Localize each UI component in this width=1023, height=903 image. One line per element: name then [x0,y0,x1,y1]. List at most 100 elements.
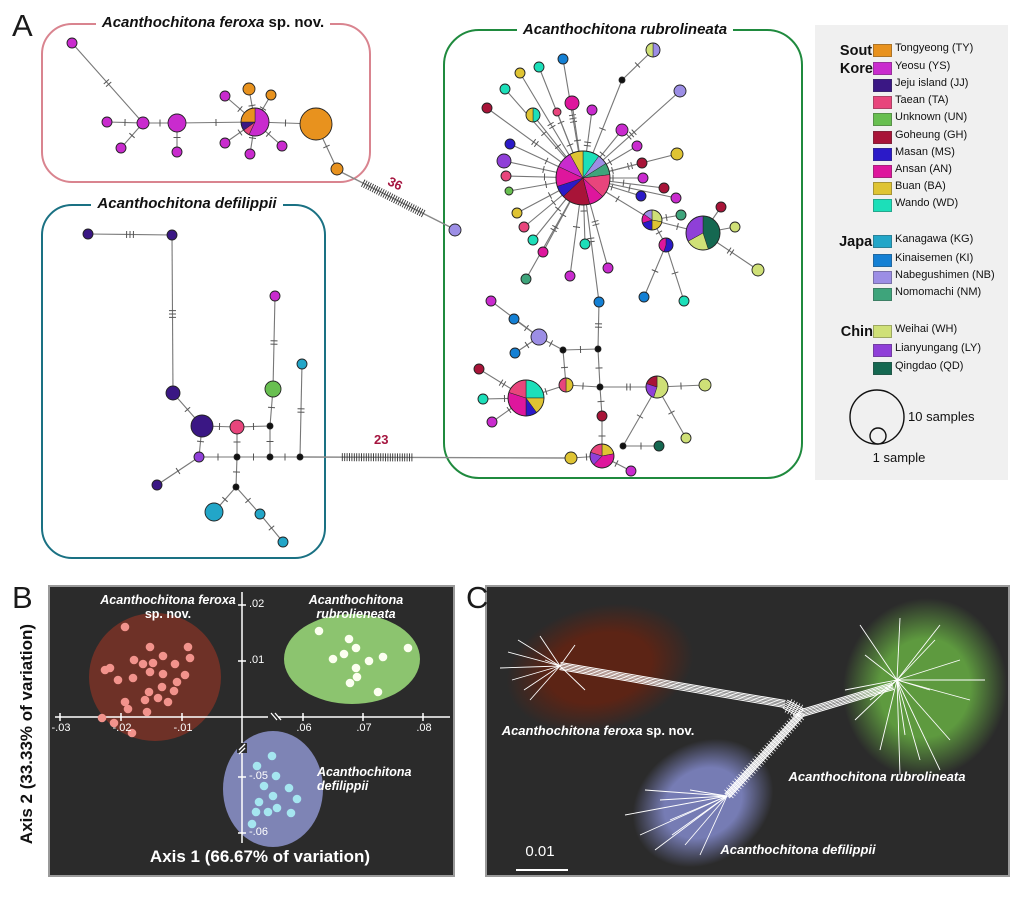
splitstree-species-label: Acanthochitona rubrolineata [767,769,987,784]
haplotype-node [504,186,514,196]
haplotype-node [552,107,562,117]
mutation-tick [237,129,243,136]
haplotype-pie-slice [658,237,667,252]
legend-item-label: Nomomachi (NM) [895,286,982,298]
species-name: Acanthochitona defilippii [720,842,876,857]
legend-swatch-TA [873,96,892,109]
legend-item-label: Taean (TA) [895,94,949,106]
mutation-steps-label-36: 36 [385,173,406,194]
haplotype-node [631,140,643,152]
haplotype-pie-slice [525,107,534,123]
haplotype-node [579,238,591,250]
legend-item-label: Kanagawa (KG) [895,233,974,245]
legend-swatch-KI [873,254,892,267]
network-edge [491,397,527,423]
network-edge [582,129,623,179]
network-edge [171,234,174,394]
legend-item-label: Ansan (AN) [895,163,952,175]
legend-item-label: Kinaisemen (KI) [895,252,974,264]
haplotype-pie-node [558,377,574,393]
mutation-tick [544,157,549,165]
haplotype-pie-slice [525,397,537,417]
network-edge [562,348,599,351]
network-edge [651,219,704,234]
species-box-title-defilippii: Acanthochitona defilippii [62,195,312,212]
haplotype-node [638,291,650,303]
network-edge [315,123,338,170]
haplotype-node [729,221,741,233]
species-box-title-rubrolineata: Acanthochitona rubrolineata [500,21,750,38]
species-name: Acanthochitona rubrolineata [788,769,966,784]
network-edge [156,456,200,486]
mutation-tick [554,143,562,150]
connector-hatch [412,205,417,213]
species-name: Acanthochitona rubrolieneata [308,593,404,621]
network-edge [224,121,256,144]
network-edge [538,66,584,179]
axis1-title: Axis 1 (66.67% of variation) [149,847,371,866]
network-edge [519,72,584,179]
connector-hatch [378,188,383,196]
network-edge [213,486,237,513]
network-edge [665,244,685,302]
mutation-tick [129,132,135,139]
network-edge [254,121,317,125]
mutation-tick [708,217,716,223]
network-edge [562,349,567,386]
network-edge [538,336,564,351]
splitstree-species-label: Acanthochitona defilippii [688,842,908,857]
haplotype-node [115,142,127,154]
connector-hatch [388,193,394,202]
mutation-tick [573,139,582,142]
mutation-tick [544,388,548,395]
network-edge [582,177,677,199]
connector-hatch [384,191,389,199]
mutation-tick [622,179,625,187]
haplotype-node [680,432,692,444]
haplotype-pie-slice [562,177,591,206]
connector-hatch [373,185,379,194]
legend-swatch-TY [873,44,892,57]
mutation-tick [572,226,581,228]
haplotype-node [166,229,178,241]
haplotype-node [269,290,281,302]
legend-item-label: Lianyungang (LY) [895,342,982,354]
haplotype-node [477,393,489,405]
haplotype-pie-slice [643,209,653,221]
network-edge [582,177,609,269]
connector-hatch [360,179,366,187]
y-tick-label: -.05 [249,770,268,782]
network-edge [651,214,682,221]
mutation-tick [552,224,559,230]
haplotype-node [165,385,181,401]
mutation-tick [524,341,530,349]
network-edge [570,455,603,459]
network-edge [249,121,256,155]
connector-hatch [414,206,419,214]
haplotype-pie-slice [687,232,709,251]
scale-bar-label: 0.01 [525,843,555,860]
network-edge [508,177,584,192]
haplotype-pie-node [507,379,545,417]
legend-item-label: Goheung (GH) [895,129,968,141]
median-vector-node [266,422,274,430]
x-tick-label: -.02 [112,722,132,734]
haplotype-pie-slice [507,392,527,417]
mutation-tick [569,117,577,120]
haplotype-node [219,137,231,149]
mutation-tick [105,81,112,87]
haplotype-node [101,116,113,128]
haplotype-pie-node [240,107,270,137]
haplotype-node [530,328,548,346]
connector-hatch [405,202,411,210]
haplotype-node [254,508,266,520]
network-edge [516,177,584,214]
mutation-tick [729,249,735,256]
median-vector-node [596,383,604,391]
network-edge [503,160,584,179]
mutation-tick [584,141,592,144]
mutation-tick [550,227,557,233]
network-edge [597,301,600,350]
legend-swatch-YS [873,62,892,75]
panel-b-letter: B [12,580,33,615]
